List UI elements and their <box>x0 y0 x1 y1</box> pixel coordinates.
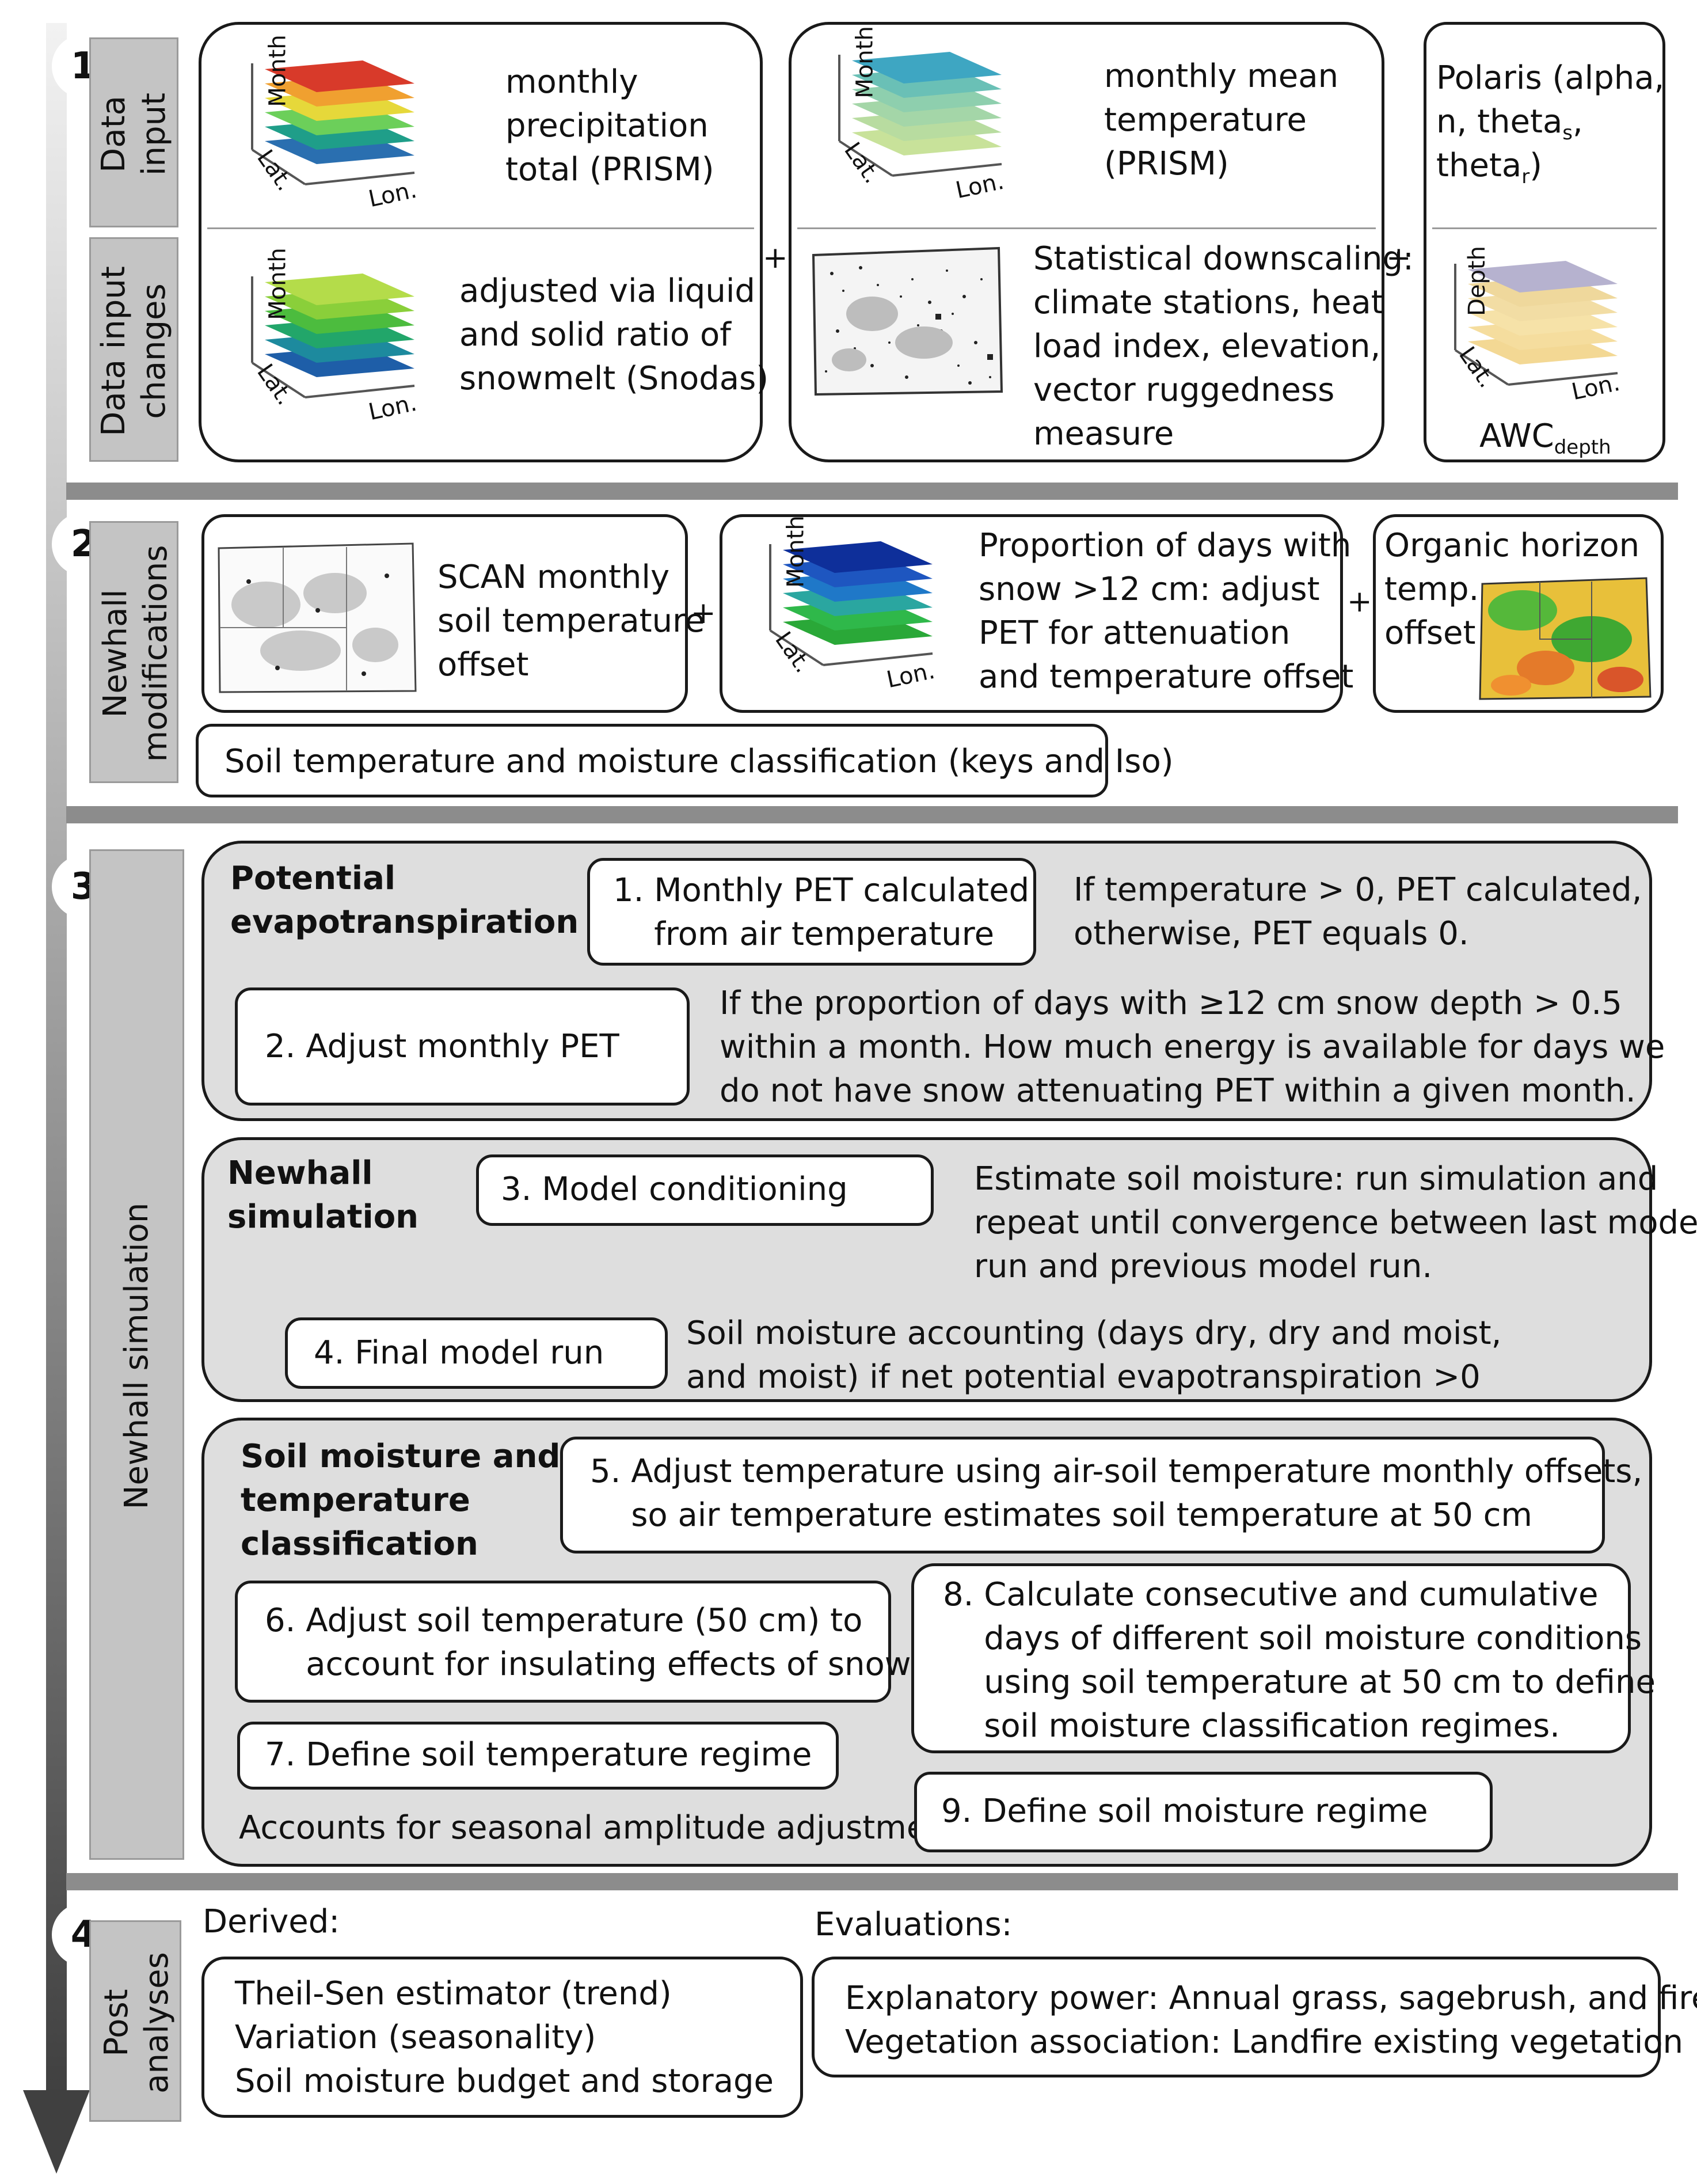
step-8-box <box>911 1563 1631 1753</box>
evaluations-text: Explanatory power: Annual grass, sagebru… <box>845 1980 1697 2061</box>
step-8-text: 8. Calculate consecutive and cumulative … <box>943 1576 1656 1745</box>
scan-offset-text: SCAN monthly soil temperature offset <box>437 559 705 683</box>
sidebar-label: Post analyses <box>98 1952 176 2094</box>
step-4-text: 4. Final model run <box>314 1334 604 1372</box>
organic-offset-map <box>1479 577 1652 700</box>
sidebar-label: Newhall modifications <box>97 545 174 762</box>
step-7-note: Accounts for seasonal amplitude adjustme… <box>239 1809 976 1847</box>
sidebar-label: Data input changes <box>95 266 173 436</box>
section-divider <box>66 806 1678 823</box>
polaris-line-2: n, thetas, <box>1436 103 1583 145</box>
section-divider <box>66 483 1678 500</box>
step-1-box <box>587 858 1036 966</box>
workflow-arrow <box>23 23 90 2174</box>
sidebar-label: Data input <box>95 92 173 176</box>
plus-sign: + <box>1347 584 1372 619</box>
axis-label-month: Month <box>264 35 291 107</box>
polaris-line-1: Polaris (alpha, <box>1436 59 1665 97</box>
step-2-description: If the proportion of days with ≥12 cm sn… <box>720 985 1665 1110</box>
snowmelt-data-cube <box>251 274 415 398</box>
axis-label-depth: Depth <box>1463 246 1490 316</box>
classification-group-title: Soil moisture and temperature classifica… <box>241 1438 561 1563</box>
derived-label: Derived: <box>203 1903 340 1940</box>
evaluations-box <box>812 1957 1661 2077</box>
sidebar-data-input-changes: Data input changes <box>89 237 178 462</box>
station-map <box>812 246 1003 396</box>
step-3-box <box>476 1154 934 1226</box>
step-6-text: 6. Adjust soil temperature (50 cm) to ac… <box>265 1602 911 1683</box>
step-2-box <box>235 987 690 1106</box>
sidebar-post-analyses: Post analyses <box>89 1920 181 2122</box>
step-1-text: 1. Monthly PET calculated from air tempe… <box>613 872 1030 953</box>
derived-box <box>201 1957 803 2118</box>
organic-offset-text: Organic horizon temp. offset <box>1384 527 1640 652</box>
step-6-box <box>235 1581 891 1703</box>
step-9-text: 9. Define soil moisture regime <box>941 1792 1428 1830</box>
step-4-description: Soil moisture accounting (days dry, dry … <box>686 1315 1502 1396</box>
snow-adjustment-text: Proportion of days with snow >12 cm: adj… <box>979 527 1354 696</box>
classification-keys-box <box>196 724 1108 797</box>
sidebar-newhall-modifications: Newhall modifications <box>89 521 178 783</box>
temperature-data-cube <box>838 52 1002 177</box>
awc-depth-label: AWCdepth <box>1479 417 1611 459</box>
sidebar-newhall-simulation: Newhall simulation <box>89 849 184 1860</box>
plus-sign: + <box>691 596 716 630</box>
plus-sign: + <box>763 241 788 275</box>
snowmelt-adjustment-text: adjusted via liquid and solid ratio of s… <box>459 272 769 397</box>
polaris-panel <box>1424 22 1665 462</box>
sidebar-data-input: Data input <box>89 37 178 227</box>
panel-rule <box>797 227 1376 229</box>
newhall-simulation-title: Newhall simulation <box>227 1154 419 1236</box>
temperature-text: monthly mean temperature (PRISM) <box>1104 58 1339 183</box>
classification-keys-text: Soil temperature and moisture classifica… <box>225 743 1174 780</box>
panel-rule <box>207 227 754 229</box>
pet-group-title: Potential evapotranspiration <box>230 860 579 941</box>
step-3-description: Estimate soil moisture: run simulation a… <box>974 1160 1697 1285</box>
step-5-box <box>560 1437 1605 1554</box>
step-1-description: If temperature > 0, PET calculated, othe… <box>1074 871 1642 952</box>
step-7-text: 7. Define soil temperature regime <box>265 1736 812 1773</box>
step-4-box <box>285 1317 668 1389</box>
derived-text: Theil-Sen estimator (trend) Variation (s… <box>235 1975 774 2100</box>
plus-sign: + <box>1386 241 1411 275</box>
snow-data-cube <box>769 541 933 666</box>
panel-rule <box>1432 227 1657 229</box>
precipitation-text: monthly precipitation total (PRISM) <box>505 63 714 188</box>
awc-data-cube <box>1454 261 1618 386</box>
step-9-box <box>914 1772 1493 1852</box>
step-2-text: 2. Adjust monthly PET <box>265 1028 619 1065</box>
evaluations-label: Evaluations: <box>815 1906 1013 1943</box>
axis-label-month: Month <box>782 515 809 588</box>
scan-station-map <box>218 542 417 693</box>
step-3-text: 3. Model conditioning <box>501 1171 848 1208</box>
polaris-line-3: thetar) <box>1436 147 1543 189</box>
section-divider <box>66 1873 1678 1890</box>
sidebar-label: Newhall simulation <box>118 1202 155 1510</box>
precipitation-data-cube <box>251 60 415 185</box>
axis-label-month: Month <box>851 26 878 98</box>
downscaling-text: Statistical downscaling: climate station… <box>1033 240 1414 453</box>
step-7-box <box>237 1722 839 1790</box>
step-5-text: 5. Adjust temperature using air-soil tem… <box>590 1453 1643 1534</box>
axis-label-month: Month <box>264 248 291 320</box>
